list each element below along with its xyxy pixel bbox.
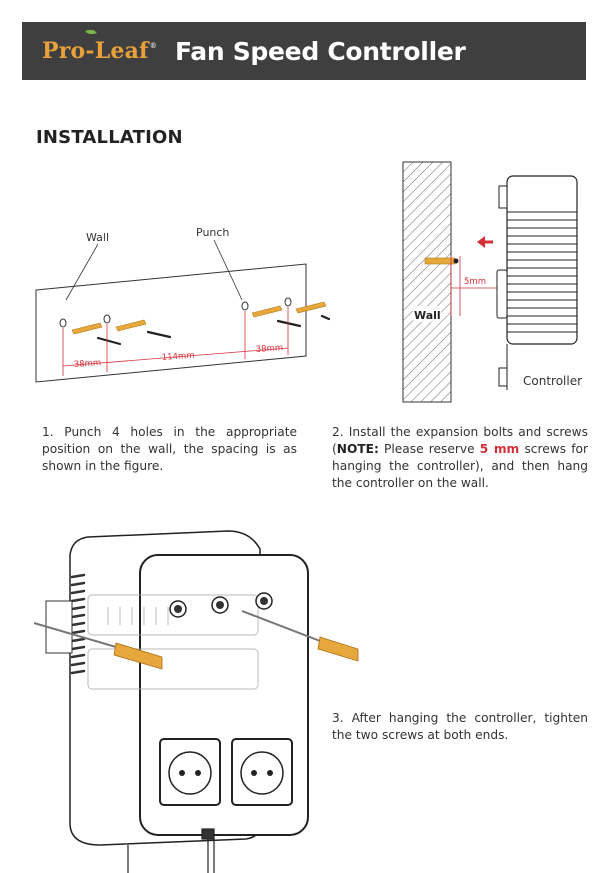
punch-hole (59, 318, 67, 328)
wall-label: Wall (86, 231, 109, 244)
wall-panel (35, 263, 307, 383)
terminal-knob (169, 592, 273, 618)
brand-logo-text: Pro-Leaf (42, 38, 149, 64)
controller-label: Controller (523, 374, 582, 388)
wall-section (402, 161, 452, 403)
step-2-note: NOTE: (336, 442, 379, 456)
arrow-left-icon (477, 236, 493, 248)
page-title: Fan Speed Controller (174, 36, 466, 66)
side-vents (70, 573, 86, 675)
screw-head (453, 258, 459, 264)
step-2-part: Please reserve (378, 442, 480, 456)
step-1-text: 1. Punch 4 holes in the appropriate posi… (42, 425, 297, 473)
brand-logo: Pro-Leaf® (42, 27, 157, 64)
punch-leader (213, 239, 243, 301)
leaf-icon (85, 27, 97, 37)
step-2-highlight: 5 mm (479, 442, 520, 456)
controller-3d-illustration (33, 530, 359, 873)
punch-hole (103, 314, 111, 324)
power-socket (159, 738, 293, 806)
gap-label: 5mm (464, 277, 486, 287)
step-2-part: 2. Install the expansion bolts and screw… (332, 425, 588, 456)
power-cable (127, 828, 215, 873)
step-2-part: screws for hanging the controller), and … (332, 442, 589, 490)
wall-punch-diagram: Wall Punch 38mm 114mm 38mm (35, 226, 330, 383)
dimension-right: 38mm (256, 343, 284, 355)
screwdriver (33, 610, 359, 670)
mounting-bracket (45, 600, 73, 654)
section-heading: INSTALLATION (36, 127, 183, 148)
dimension-middle: 114mm (162, 351, 195, 363)
dimension-lines (62, 307, 289, 376)
wall-leader (65, 243, 99, 301)
step-3-text: 3. After hanging the controller, tighten… (332, 711, 588, 742)
punch-hole (241, 301, 249, 311)
step-2-text: 2. Install the expansion bolts and screw… (332, 424, 588, 492)
side-wall-label: Wall (414, 309, 441, 322)
header-banner: Pro-Leaf® Fan Speed Controller (22, 22, 586, 80)
expansion-bolt (71, 301, 327, 335)
bolt (424, 257, 456, 265)
dimension-left: 38mm (74, 358, 102, 370)
cooling-fins (507, 211, 577, 333)
punch-label: Punch (196, 226, 229, 239)
screw (96, 314, 330, 346)
punch-hole (284, 297, 292, 307)
side-view-diagram: Wall 5mm Controller (402, 161, 582, 403)
